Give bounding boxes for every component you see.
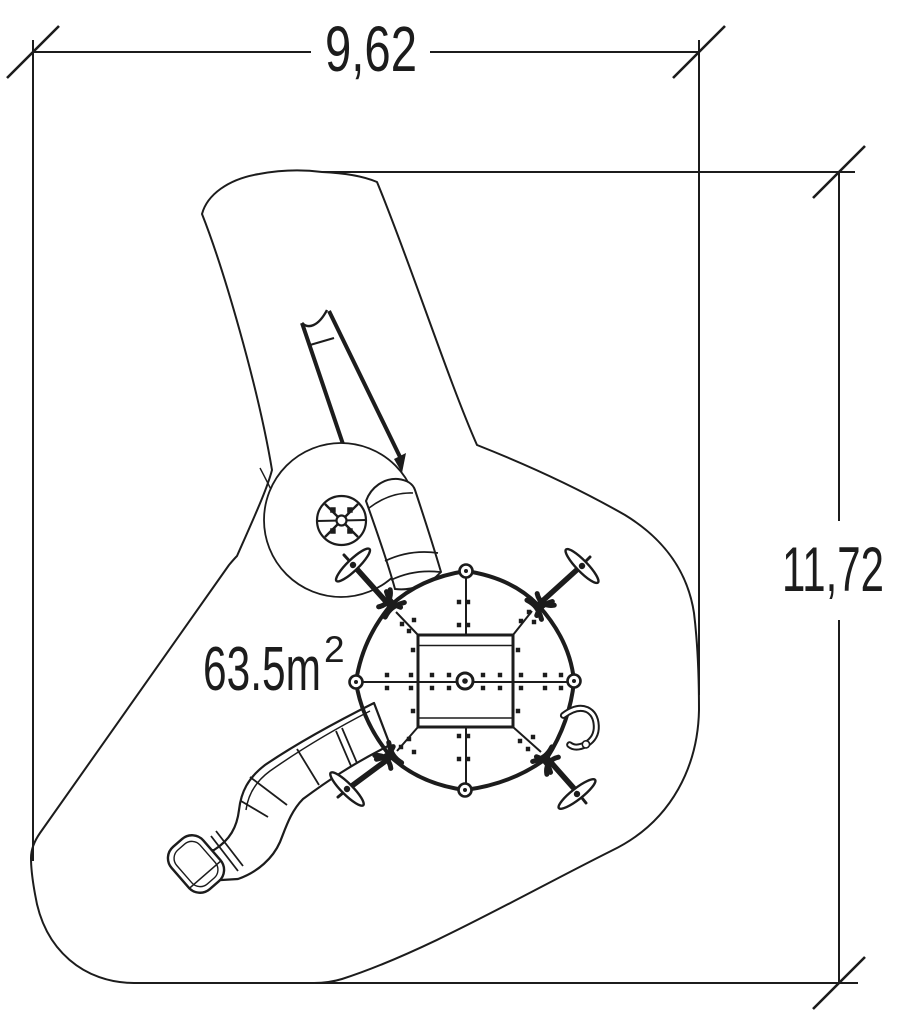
slide-end-cap <box>166 834 226 894</box>
grab-handle <box>559 704 600 751</box>
junction-fitting-nw <box>376 587 407 620</box>
seat-paddle-ne <box>564 547 600 585</box>
seat-paddle-nw <box>334 547 372 583</box>
tube-ring <box>368 492 414 509</box>
slide-inner-edge <box>245 710 371 811</box>
crow-nest-pod <box>263 442 419 598</box>
mast-right-edge <box>327 310 404 462</box>
slide-chute <box>191 701 392 883</box>
mast-left-edge <box>300 322 347 451</box>
mast-joint-line <box>309 336 335 347</box>
pod-cross <box>316 503 367 538</box>
slide-segment-joints <box>210 727 358 872</box>
seat-paddle-se <box>557 777 597 811</box>
dimension-tick-marks <box>812 145 866 1010</box>
dimension-height-label: 11,72 <box>782 535 884 605</box>
junction-fitting-se <box>530 744 561 777</box>
tube-ring <box>390 570 441 581</box>
area-value: 63.5m <box>203 635 321 704</box>
area-exponent: 2 <box>324 629 345 670</box>
attachment-dots <box>384 599 564 762</box>
dimension-width: 9,62 <box>6 13 726 861</box>
tube-slide-section <box>364 477 443 591</box>
dimension-tick-marks <box>6 25 726 79</box>
mast-tip <box>394 453 406 473</box>
junction-fitting-ne <box>524 591 557 622</box>
safety-surface-path <box>30 169 700 984</box>
tower-mast <box>300 309 406 473</box>
curved-slide <box>166 701 392 894</box>
tube-body <box>364 477 443 591</box>
tube-ring <box>384 551 439 562</box>
mast-top-edge <box>301 309 329 328</box>
dimension-height: 11,72 <box>315 145 884 1010</box>
spinner-arms <box>329 547 600 811</box>
frame-nodes <box>348 563 582 798</box>
dimension-width-label: 9,62 <box>325 13 417 85</box>
seat-paddle-sw <box>329 771 365 807</box>
handle-clamp <box>581 739 591 749</box>
junction-fitting-sw <box>372 739 405 771</box>
pod-center-pin <box>335 514 348 527</box>
area-label: 63.5m 2 <box>203 629 345 704</box>
climbing-net-frame <box>348 563 582 798</box>
